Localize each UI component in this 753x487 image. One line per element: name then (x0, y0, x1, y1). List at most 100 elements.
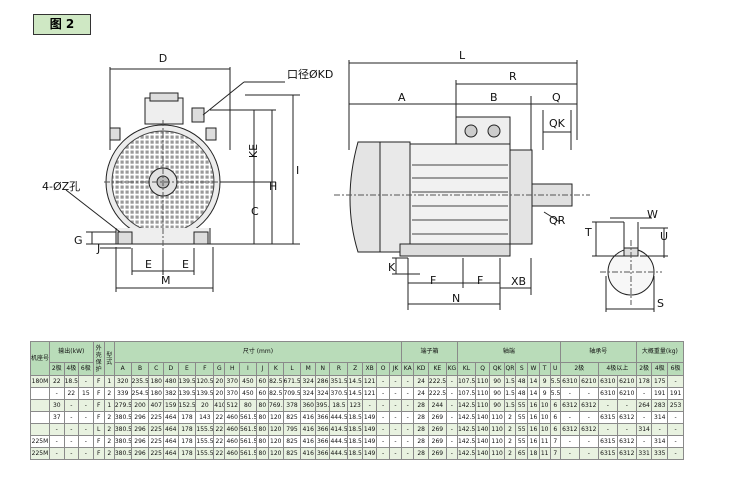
table-cell: - (651, 423, 669, 436)
table-cell: 2 (503, 435, 517, 448)
table-cell: 380.5 (113, 411, 132, 424)
table-cell: 28 (413, 435, 429, 448)
table-cell: 6315 (597, 411, 618, 424)
dim-XB: XB (511, 275, 526, 288)
table-cell: 324 (300, 387, 316, 400)
table-cell: - (597, 423, 618, 436)
col-header-dim: D (163, 362, 179, 376)
table-cell: 269 (427, 447, 447, 460)
table-cell: 460 (224, 447, 240, 460)
table-cell: 2 (103, 411, 115, 424)
table-cell: 395.5 (314, 399, 331, 412)
table-cell: 120 (268, 423, 284, 436)
table-cell: 139.5 (195, 387, 215, 400)
col-header-dim: F (195, 362, 215, 376)
table-cell: 6315 (597, 447, 618, 460)
dim-A: A (398, 91, 406, 104)
table-cell: 178 (177, 435, 197, 448)
table-cell: - (376, 447, 390, 460)
table-cell: 6210 (616, 387, 637, 400)
table-cell: 140 (474, 435, 491, 448)
col-header-dim: Z (347, 362, 363, 376)
table-cell: 22 (63, 387, 80, 400)
table-cell: 55 (515, 399, 529, 412)
table-cell: 110 (474, 375, 491, 388)
table-cell: 14 (527, 375, 540, 388)
table-cell: 269 (427, 411, 447, 424)
table-cell: 225 (148, 447, 164, 460)
col-header-type: 型式 (103, 341, 115, 376)
table-cell (30, 387, 50, 400)
table-cell: 380.5 (113, 423, 132, 436)
table-cell: - (445, 435, 458, 448)
table-cell: 335 (651, 447, 669, 460)
table-cell: 366 (314, 423, 331, 436)
table-cell: 222.5 (427, 375, 447, 388)
table-cell: 159 (163, 399, 179, 412)
table-cell: 5.5 (549, 375, 561, 388)
col-header-dim: B (130, 362, 150, 376)
table-cell: 795 (282, 423, 302, 436)
table-cell: 2 (503, 411, 517, 424)
table-cell: 6310 (597, 387, 618, 400)
table-cell: 320 (113, 375, 132, 388)
table-cell: 709.5 (282, 387, 302, 400)
table-cell: 24 (413, 387, 429, 400)
table-cell: - (388, 375, 403, 388)
table-cell: 324 (300, 375, 316, 388)
col-header-weight-w2: 2极 (635, 362, 653, 376)
table-cell: 60 (255, 387, 270, 400)
table-cell: 225 (148, 411, 164, 424)
table-cell: 18.5 (347, 447, 363, 460)
col-header-terminal: KA (401, 362, 415, 376)
table-cell: 140 (474, 423, 491, 436)
dim-W: W (647, 208, 658, 221)
table-cell: 120 (268, 435, 284, 448)
table-cell: 149 (361, 447, 378, 460)
col-header-bearing-2p: 2极 (559, 362, 599, 376)
table-cell: 80 (255, 423, 270, 436)
col-header-shaft: KL (456, 362, 476, 376)
col-header-dim: R (329, 362, 349, 376)
table-cell: 65 (515, 447, 529, 460)
dim-T: T (584, 226, 592, 239)
table-cell: - (376, 411, 390, 424)
table-cell: 450 (238, 387, 257, 400)
shaft-section (592, 217, 668, 312)
table-cell: - (578, 411, 599, 424)
table-cell: 191 (651, 387, 669, 400)
table-cell: - (388, 435, 403, 448)
table-cell: - (63, 399, 80, 412)
table-cell: 6210 (616, 375, 637, 388)
col-header-terminal: KG (445, 362, 458, 376)
table-cell: 30 (49, 399, 65, 412)
col-header-weight-w4: 4极 (651, 362, 669, 376)
table-cell: 10 (538, 423, 551, 436)
table-cell: 444.5 (329, 435, 349, 448)
table-cell: 55 (515, 423, 529, 436)
table-cell: 6312 (616, 411, 637, 424)
table-cell: 18 (527, 447, 540, 460)
table-cell: - (578, 435, 599, 448)
table-cell (30, 411, 50, 424)
table-cell: - (616, 423, 637, 436)
table-cell: 48 (515, 387, 529, 400)
table-cell: 225 (148, 435, 164, 448)
table-cell: 20 (195, 399, 215, 412)
table-cell: - (401, 447, 415, 460)
table-cell: 512 (224, 399, 240, 412)
table-cell: 366 (314, 411, 331, 424)
table-cell: 561.5 (238, 447, 257, 460)
table-cell: - (388, 423, 403, 436)
table-cell: - (445, 411, 458, 424)
table-cell: - (401, 399, 415, 412)
table-cell: 110 (474, 399, 491, 412)
table-cell: 450 (238, 375, 257, 388)
table-cell: - (78, 399, 94, 412)
table-cell: 296 (130, 447, 150, 460)
table-cell (30, 399, 50, 412)
dim-H: H (269, 180, 277, 193)
table-cell: - (445, 375, 458, 388)
table-cell: 825 (282, 435, 302, 448)
